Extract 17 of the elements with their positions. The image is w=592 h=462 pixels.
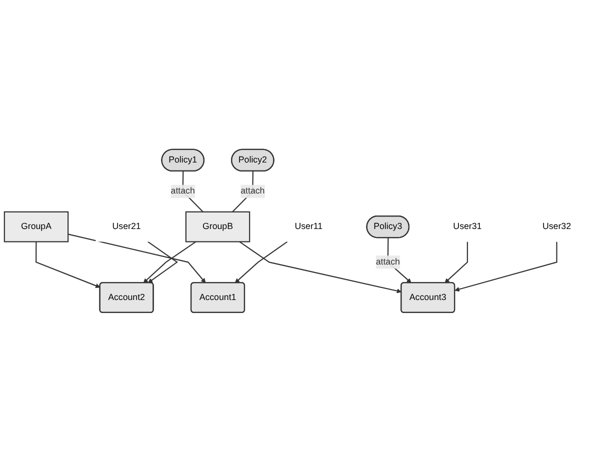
arrow: [36, 242, 100, 288]
node-text: User32: [542, 222, 571, 232]
edge-label: attach: [376, 257, 400, 267]
node-box: GroupA: [4, 211, 69, 242]
node-box: GroupB: [185, 211, 250, 242]
node-text: User31: [453, 222, 482, 232]
arrow: [239, 241, 402, 294]
edge-label: attach: [240, 186, 265, 196]
arrow: [68, 234, 206, 284]
arrow: [148, 241, 178, 284]
arrow: [143, 241, 196, 284]
edge-label: attach: [170, 186, 195, 196]
node-text: User11: [294, 222, 323, 232]
arrow: [444, 242, 468, 284]
arrow: [234, 241, 288, 284]
node-text: User21: [112, 222, 141, 232]
arrow: [454, 242, 558, 292]
